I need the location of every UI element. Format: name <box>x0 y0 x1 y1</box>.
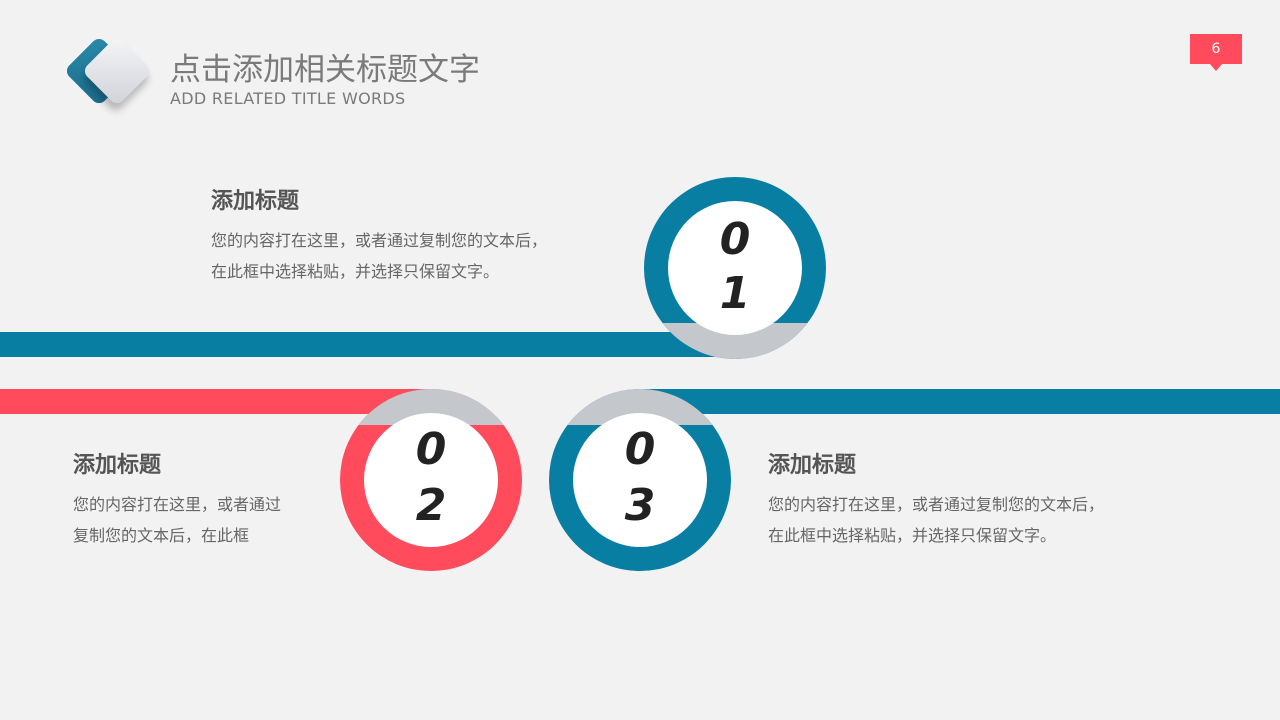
block-body-line: 您的内容打在这里，或者通过复制您的文本后， <box>211 231 548 250</box>
block-body-line: 在此框中选择粘贴，并选择只保留文字。 <box>211 262 500 281</box>
text-block-01: 添加标题 您的内容打在这里，或者通过复制您的文本后， 在此框中选择粘贴，并选择只… <box>211 183 547 287</box>
step-digit-bottom: 1 <box>719 268 751 319</box>
step-ring-01: 0 1 <box>644 177 826 359</box>
block-body: 您的内容打在这里，或者通过 复制您的文本后，在此框 <box>73 489 281 551</box>
timeline-bar-1 <box>0 332 725 357</box>
step-ring-02: 0 2 <box>340 389 522 571</box>
ring-inner: 0 3 <box>573 413 707 547</box>
text-block-02: 添加标题 您的内容打在这里，或者通过 复制您的文本后，在此框 <box>73 447 281 551</box>
page-title: 点击添加相关标题文字 <box>170 52 480 88</box>
block-title: 添加标题 <box>73 453 162 478</box>
step-digit-top: 0 <box>624 424 656 475</box>
page-number-badge: 6 <box>1190 34 1242 71</box>
ring-inner: 0 1 <box>668 201 802 335</box>
block-body-line: 在此框中选择粘贴，并选择只保留文字。 <box>768 526 1057 545</box>
page-subtitle: ADD RELATED TITLE WORDS <box>170 89 406 108</box>
block-title: 添加标题 <box>211 189 300 214</box>
timeline-bar-3 <box>645 389 1280 414</box>
block-body-line: 您的内容打在这里，或者通过复制您的文本后， <box>768 495 1105 514</box>
step-digit-top: 0 <box>415 424 447 475</box>
block-body-line: 您的内容打在这里，或者通过 <box>73 495 282 514</box>
step-digit-bottom: 3 <box>624 480 656 531</box>
block-body: 您的内容打在这里，或者通过复制您的文本后， 在此框中选择粘贴，并选择只保留文字。 <box>768 489 1104 551</box>
step-digit-bottom: 2 <box>415 480 447 531</box>
text-block-03: 添加标题 您的内容打在这里，或者通过复制您的文本后， 在此框中选择粘贴，并选择只… <box>768 447 1104 551</box>
ring-inner: 0 2 <box>364 413 498 547</box>
step-ring-03: 0 3 <box>549 389 731 571</box>
step-digit-top: 0 <box>719 214 751 265</box>
block-title: 添加标题 <box>768 453 857 478</box>
block-body: 您的内容打在这里，或者通过复制您的文本后， 在此框中选择粘贴，并选择只保留文字。 <box>211 225 547 287</box>
block-body-line: 复制您的文本后，在此框 <box>73 526 250 545</box>
